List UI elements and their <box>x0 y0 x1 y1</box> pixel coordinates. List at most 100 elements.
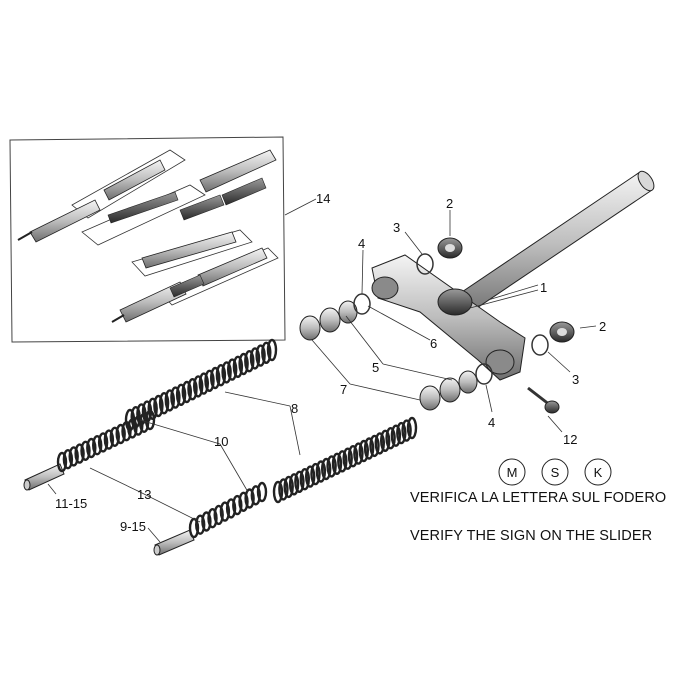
spring-coil <box>226 358 238 381</box>
spring-coil <box>347 445 359 468</box>
inset-triple-clamp <box>179 149 277 221</box>
spring-coil <box>331 452 343 475</box>
spring-coil <box>294 470 305 493</box>
callout-5: 5 <box>372 360 379 375</box>
badge-m-circle <box>498 458 526 486</box>
spring-left-rod <box>56 409 156 473</box>
badge-k-circle <box>584 458 612 486</box>
spring-coil <box>374 432 385 455</box>
inset-right-leg <box>111 231 268 323</box>
spring-coil <box>342 447 353 470</box>
spring-coil <box>380 429 391 452</box>
spring-coil <box>109 426 121 447</box>
spring-coil <box>133 415 144 436</box>
spring-coil <box>68 446 79 467</box>
callout-7: 7 <box>340 382 347 397</box>
spring-coil <box>204 369 215 392</box>
badge-m: M <box>507 465 518 480</box>
note-italian: VERIFICA LA LETTERA SUL FODERO <box>410 490 667 506</box>
spring-coil <box>337 450 348 473</box>
spring-coil <box>192 375 204 398</box>
spring-coil <box>232 494 243 516</box>
callout-3-upper: 3 <box>393 220 400 235</box>
spring-coil <box>310 462 321 486</box>
spring-coil <box>225 498 237 519</box>
spring-coil <box>181 380 193 404</box>
spring-coil <box>147 397 158 420</box>
spring-coil <box>369 434 380 458</box>
stanchion-right <box>153 529 195 556</box>
spring-coil <box>278 478 289 501</box>
stanchion-left <box>23 463 65 491</box>
spring-coil <box>62 449 74 470</box>
callout-11-15: 11-15 <box>55 496 87 511</box>
spring-coil <box>201 511 212 532</box>
spring-coil <box>74 443 85 464</box>
spring-coil <box>321 457 332 481</box>
callout-6: 6 <box>430 336 437 351</box>
spring-coil <box>170 386 181 409</box>
badge-k: K <box>594 465 603 480</box>
spring-coil <box>209 366 221 390</box>
spring-coil <box>56 451 68 473</box>
spring-coil <box>390 424 402 447</box>
spring-coil <box>207 508 218 529</box>
bushing-set-lower <box>419 363 493 411</box>
bushing-set-upper <box>299 293 371 341</box>
spring-coil <box>153 394 164 418</box>
spring-coil <box>213 504 224 526</box>
spring-coil <box>80 440 91 461</box>
spring-upper <box>124 338 278 432</box>
spring-coil <box>396 421 407 445</box>
spring-coil <box>299 468 310 491</box>
spring-lower <box>272 416 418 504</box>
washer-lower <box>531 334 549 356</box>
spring-coil <box>158 392 170 415</box>
badge-s: S <box>551 465 560 480</box>
spring-coil <box>221 361 232 384</box>
callout-9-15: 9-15 <box>120 519 146 534</box>
inset-left-leg <box>17 159 179 243</box>
spring-coil <box>164 389 176 412</box>
spring-coil <box>315 460 327 483</box>
bolt <box>527 386 560 414</box>
callout-10: 10 <box>214 434 228 449</box>
spring-coil <box>401 419 412 442</box>
inset-assembly-box <box>9 136 286 343</box>
spring-coil <box>97 432 109 453</box>
callout-2-upper: 2 <box>446 196 453 211</box>
nut-lower <box>549 321 575 343</box>
callout-4-upper: 4 <box>358 236 365 251</box>
note-english: VERIFY THE SIGN ON THE SLIDER <box>410 528 653 544</box>
callout-13: 13 <box>137 487 151 502</box>
spring-coil <box>244 488 255 509</box>
spring-coil <box>283 475 294 499</box>
spring-coil <box>91 435 103 456</box>
spring-coil <box>194 514 206 535</box>
spring-coil <box>238 352 249 376</box>
callout-labels: 1 2 2 3 3 4 4 5 6 7 8 10 11-15 12 13 14 … <box>55 191 606 534</box>
spring-coil <box>272 480 284 504</box>
callout-1: 1 <box>540 280 547 295</box>
spring-coil <box>238 491 249 512</box>
spring-coil <box>249 347 261 370</box>
leader-lines <box>47 210 597 543</box>
spring-coil <box>266 338 278 362</box>
spring-coil <box>103 429 115 450</box>
spring-coil <box>144 409 156 431</box>
spring-coil <box>363 437 375 460</box>
callout-14: 14 <box>316 191 330 206</box>
callout-4-lower: 4 <box>488 415 495 430</box>
spring-coil <box>255 344 266 367</box>
spring-coil <box>353 442 364 465</box>
badge-s-circle <box>541 458 569 486</box>
spring-coil <box>187 378 198 401</box>
spring-coil <box>121 421 132 442</box>
spring-coil <box>244 350 255 373</box>
spring-coil <box>256 481 268 503</box>
spring-coil <box>115 423 126 445</box>
spring-coil <box>406 416 418 440</box>
nut-upper <box>437 237 463 259</box>
spring-coil <box>215 364 227 387</box>
